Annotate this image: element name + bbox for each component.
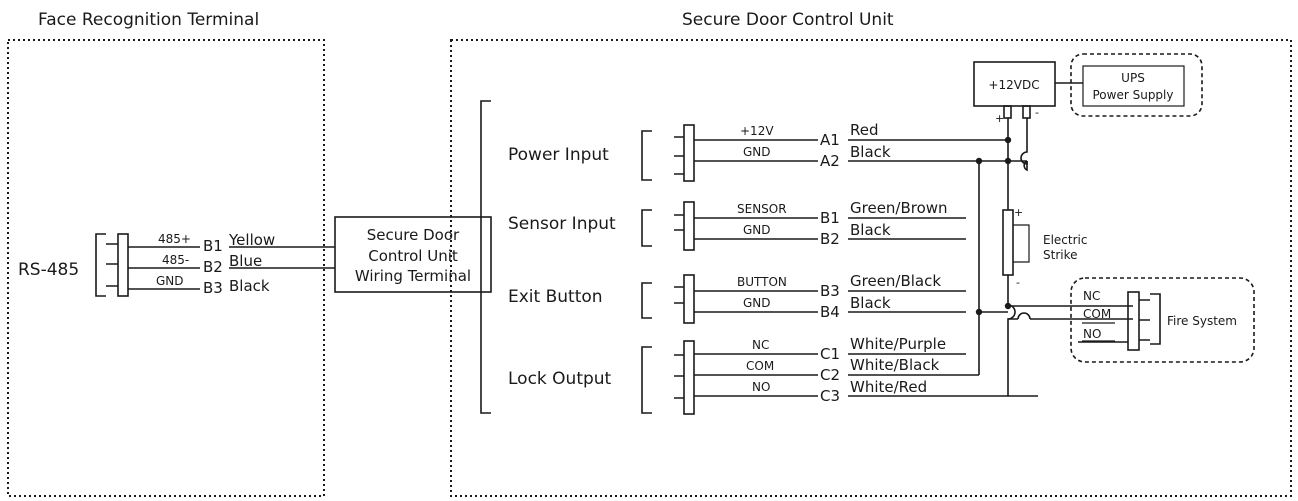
ups-dashed-border [1070, 53, 1203, 117]
fire-system: NC COM NO Fire System [1070, 277, 1255, 363]
terminal-box-line-3: Wiring Terminal [355, 267, 471, 285]
exit-button-connector [641, 274, 695, 324]
psu-plus-terminal [1003, 105, 1012, 119]
right-panel-title: Secure Door Control Unit [682, 10, 894, 30]
wire-color-b1: Green/Brown [850, 199, 948, 217]
wire-color-a2: Black [850, 143, 891, 161]
lock-signal-1: NC [752, 338, 769, 352]
psu-12vdc: +12VDC + - [973, 61, 1056, 125]
terminal-box-line-2: Control Unit [368, 247, 458, 265]
power-signal-1: +12V [740, 124, 774, 138]
terminal-box-rect [334, 216, 492, 293]
rs485-signal-2: 485- [162, 253, 189, 267]
terminal-box-line-1: Secure Door [367, 226, 460, 244]
lock-signal-3: NO [752, 380, 770, 394]
lock-output-connector [641, 340, 695, 415]
fire-pin-no: NO [1083, 327, 1101, 341]
wire-color-b3: Green/Black [850, 272, 941, 290]
rs485-wire-2: Blue [229, 252, 262, 270]
exit-signal-1: BUTTON [737, 275, 787, 289]
pin-c2: C2 [820, 366, 840, 384]
strike-body [1002, 209, 1014, 276]
face-recognition-terminal-panel: Face Recognition Terminal RS-485 485+ 48… [7, 10, 335, 497]
pin-b3: B3 [820, 282, 840, 300]
bus-wiring [975, 118, 1133, 396]
fire-system-bracket [1150, 293, 1161, 345]
rs485-pin-1: B1 [203, 237, 223, 255]
rs485-label: RS-485 [18, 260, 79, 280]
group-label-lock-output: Lock Output [508, 369, 612, 389]
ups-box [1082, 65, 1185, 107]
wiring-terminal-box: Secure Door Control Unit Wiring Terminal [334, 216, 492, 293]
wire-color-c2: White/Black [850, 356, 940, 374]
wire-color-b2: Black [850, 221, 891, 239]
pin-a1: A1 [820, 131, 840, 149]
secure-door-control-unit-panel: Secure Door Control Unit Power Input Sen… [450, 10, 1292, 497]
ups-power-supply: UPS Power Supply [1055, 53, 1203, 117]
strike-label-2: Strike [1043, 248, 1078, 262]
psu-minus-terminal [1022, 105, 1031, 119]
rs485-signal-1: 485+ [158, 232, 191, 246]
strike-plus-sign: + [1014, 206, 1023, 219]
wire-color-c3: White/Red [850, 378, 927, 396]
pin-a2: A2 [820, 152, 840, 170]
pin-b4: B4 [820, 303, 840, 321]
wire-lines [848, 139, 1038, 397]
lock-signal-2: COM [746, 359, 774, 373]
sensor-signal-2: GND [743, 223, 771, 237]
rs485-pin-3: B3 [203, 279, 223, 297]
group-label-sensor-input: Sensor Input [508, 214, 616, 234]
rs485-wire-3: Black [229, 277, 270, 295]
strike-label-1: Electric [1043, 233, 1087, 247]
pin-b1: B1 [820, 209, 840, 227]
psu-box [973, 61, 1056, 107]
power-signal-2: GND [743, 145, 771, 159]
left-panel-title: Face Recognition Terminal [38, 10, 259, 30]
fire-system-label: Fire System [1167, 314, 1237, 328]
rs485-pin-lines [128, 246, 200, 290]
strike-coil [1013, 224, 1030, 263]
psu-minus-sign: - [1035, 106, 1039, 119]
rs485-pin-stubs [106, 243, 118, 287]
ups-line-2: Power Supply [1093, 88, 1174, 102]
rs485-signal-3: GND [156, 274, 184, 288]
fire-pin-underlines [1082, 322, 1115, 342]
psu-label: +12VDC [988, 78, 1039, 92]
rs485-connector [117, 233, 129, 297]
ups-line-1: UPS [1121, 71, 1145, 85]
rs485-wire-1: Yellow [228, 231, 275, 249]
electric-strike: + - Electric Strike [1002, 206, 1087, 289]
fire-system-border [1070, 277, 1255, 363]
exit-signal-2: GND [743, 296, 771, 310]
right-panel-border [450, 39, 1292, 497]
strike-minus-sign: - [1016, 276, 1020, 289]
pin-c3: C3 [820, 387, 840, 405]
fire-system-connector [1127, 291, 1140, 351]
pin-c1: C1 [820, 345, 840, 363]
sensor-input-connector [641, 201, 695, 251]
wire-color-c1: White/Purple [850, 335, 946, 353]
unit-bracket [480, 100, 491, 414]
fire-pin-nc: NC [1083, 289, 1100, 303]
wire-color-b4: Black [850, 294, 891, 312]
psu-plus-sign: + [995, 112, 1004, 125]
fire-system-stubs [1139, 299, 1150, 341]
sensor-signal-1: SENSOR [737, 202, 787, 216]
pin-b2: B2 [820, 230, 840, 248]
rs485-pin-2: B2 [203, 258, 223, 276]
rs485-wires [229, 246, 335, 269]
power-input-connector [641, 124, 695, 182]
group-label-power-input: Power Input [508, 145, 609, 165]
rs485-bracket [95, 233, 106, 297]
wire-color-a1: Red [850, 121, 879, 139]
group-label-exit-button: Exit Button [508, 287, 603, 307]
fire-pin-com: COM [1083, 307, 1111, 321]
signal-lines [694, 139, 818, 397]
left-panel-border [7, 39, 325, 497]
